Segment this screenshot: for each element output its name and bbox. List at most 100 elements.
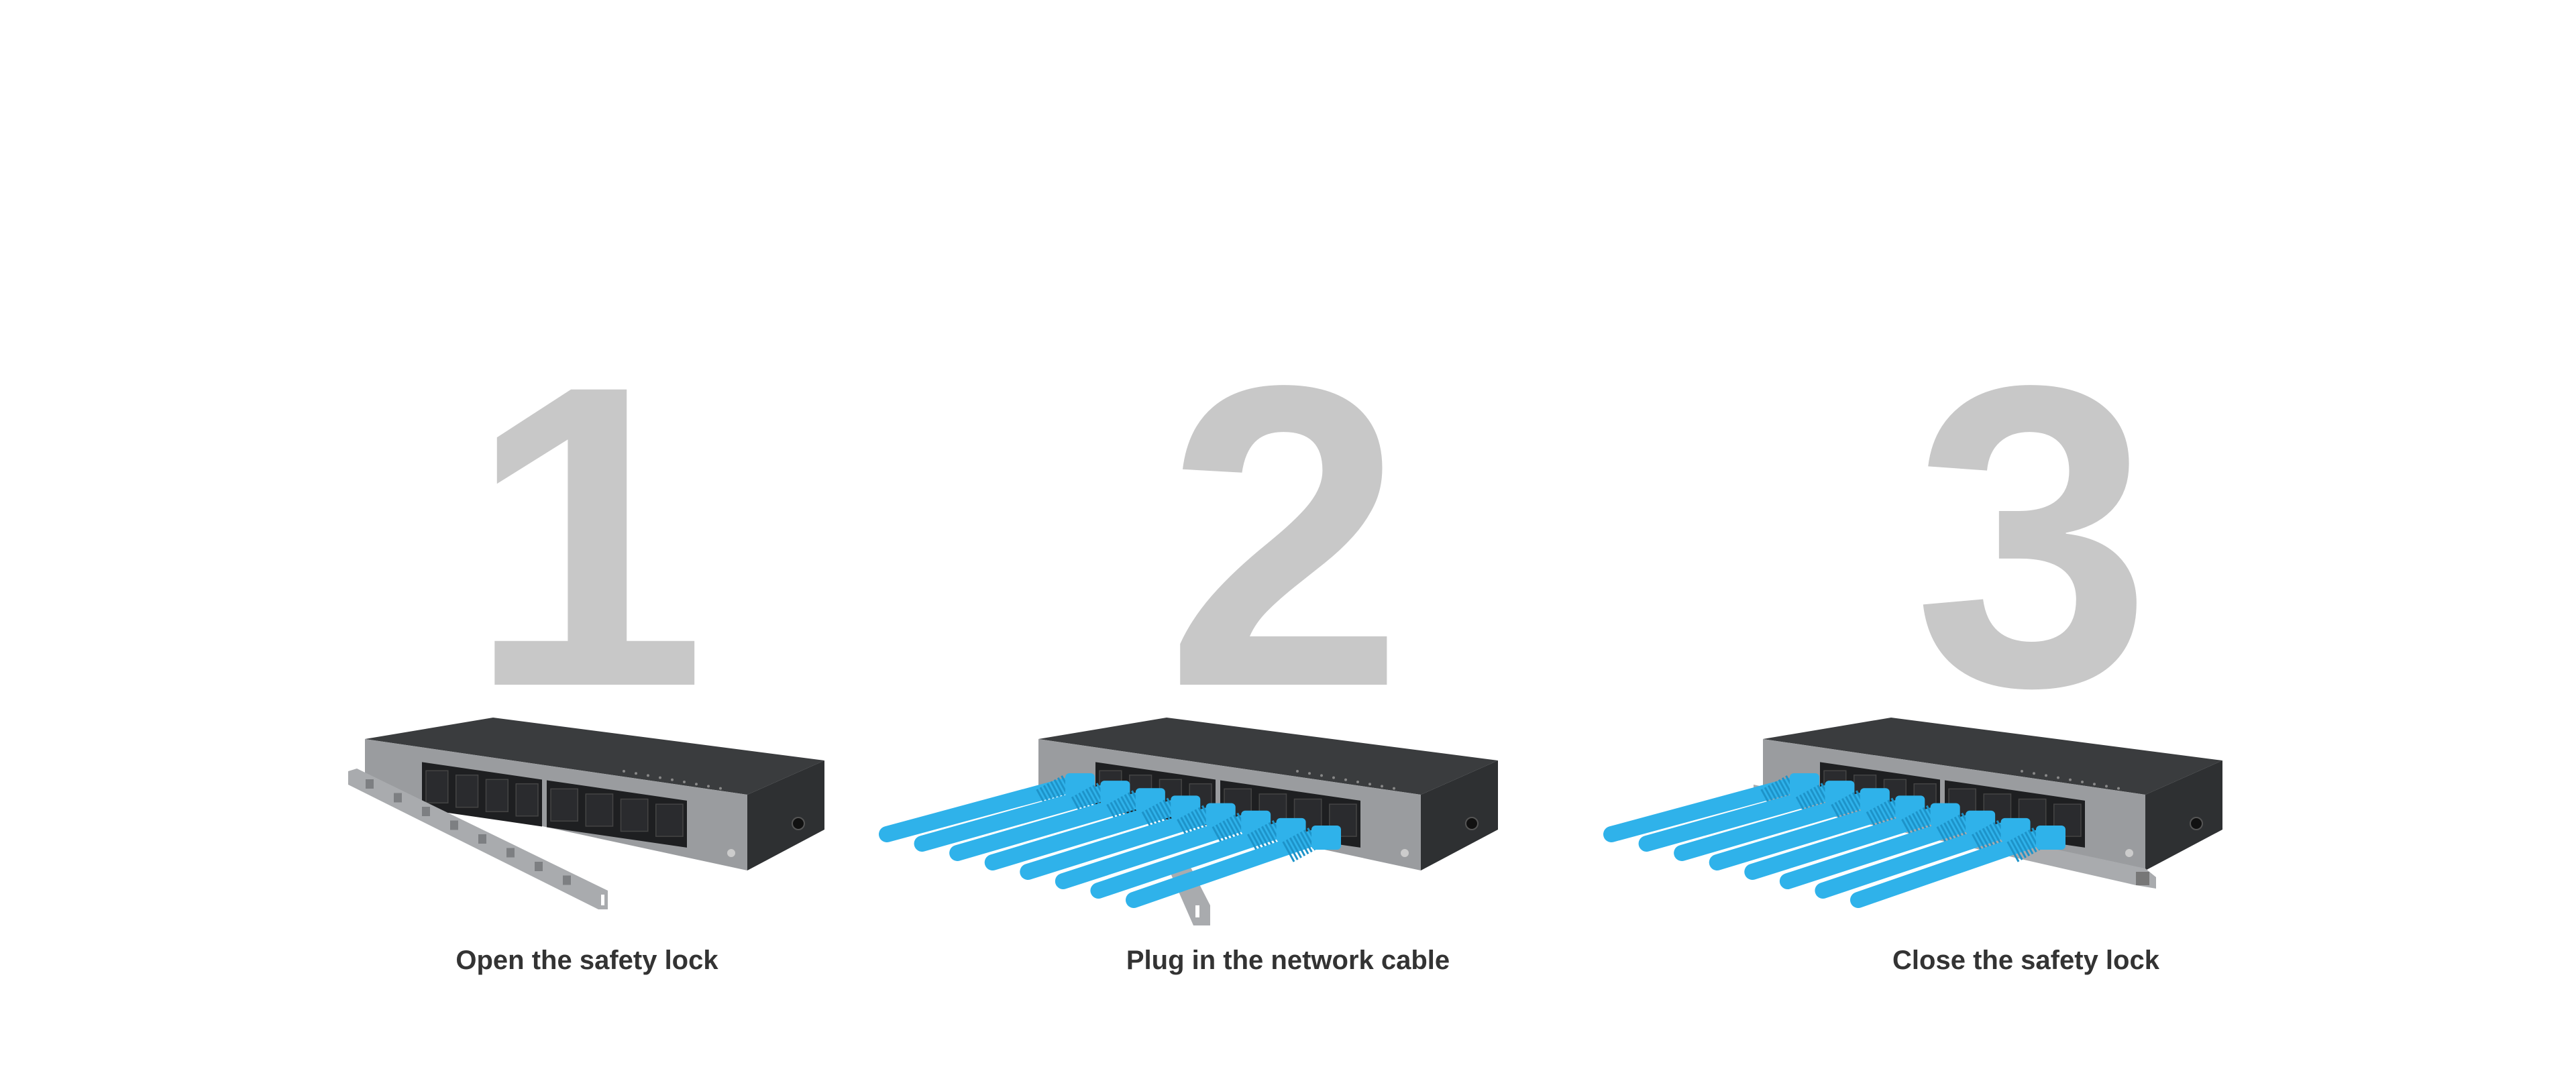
network-switch-illustration [348,718,824,909]
status-led [2045,774,2047,777]
cable-boot [1035,775,1074,810]
status-led [2117,787,2120,790]
ethernet-port-group [547,780,687,848]
network-cable [1674,792,1871,861]
status-led [2033,772,2035,775]
status-led [1356,781,1359,783]
dc-power-jack [2190,817,2203,830]
switch-top-face [1038,718,1498,795]
cable-boot [1760,775,1799,810]
network-cable [1850,830,2047,908]
cable-boot [1106,790,1144,826]
cable-boot [1211,812,1250,848]
network-cable [1020,807,1217,880]
switch-top-face [365,718,824,795]
dc-power-jack [1465,817,1479,830]
ethernet-port [455,775,479,808]
status-led [1332,776,1335,779]
cable-boot [1866,797,1904,833]
cable-boot [1246,820,1285,855]
lock-slot [478,834,486,844]
status-led [1368,783,1371,786]
step-2: 2 Plug in the network cable [879,296,1498,975]
switch-side-face [1421,760,1498,870]
ethernet-port [655,803,684,837]
cable-boot [1900,805,1939,840]
lock-slot [563,875,571,885]
lock-slot [394,793,402,803]
lock-slot [450,820,458,830]
screw-icon [2125,849,2133,857]
cable-boot [1830,790,1869,826]
ethernet-port [425,770,449,804]
network-cable [914,785,1112,852]
step-caption: Plug in the network cable [1126,946,1450,975]
status-led [1296,770,1299,773]
lock-slot [1195,905,1199,917]
step-caption: Open the safety lock [455,946,718,975]
step-1: 1 Open the safety lock [0,0,872,1073]
network-cable [1603,777,1801,842]
status-led [2093,783,2096,786]
switch-top-face [1763,718,2222,795]
cable-boot [1795,783,1833,818]
switch-side-face [2145,760,2222,870]
lock-slot [366,779,374,789]
status-led [2081,781,2084,783]
step-caption: Close the safety lock [1892,946,2159,975]
ethernet-port [585,793,614,827]
status-led [659,776,661,779]
lock-slot [601,895,604,905]
screw-icon [727,849,735,857]
safety-lock-bar [348,769,608,909]
step-number: 2 [1165,296,1404,776]
lock-clip [2136,872,2149,885]
status-led [635,772,637,775]
status-led [647,774,649,777]
status-led [1381,785,1383,788]
ethernet-port [515,783,539,817]
status-led [1393,787,1395,790]
rj45-plug [2036,826,2065,850]
cable-boot [1281,828,1320,862]
network-cable [1055,814,1252,889]
network-switch-illustration [1603,718,2222,908]
status-led [1320,774,1323,777]
lock-slot [422,807,430,816]
ethernet-port [620,798,649,832]
screw-icon [1401,849,1409,857]
status-led [1308,772,1311,775]
status-led [695,783,698,786]
network-cable [1638,785,1836,852]
network-cable [1779,814,1977,889]
step-number: 3 [1913,296,2152,776]
cable-boot [1141,797,1179,833]
lock-slot [506,848,515,858]
rj45-plug [1311,826,1341,850]
cable-boot [1176,805,1214,840]
safety-lock-bar [1170,856,1210,925]
status-led [1344,778,1347,781]
network-switch-illustration [879,718,1498,925]
status-led [683,781,686,783]
network-cable [1126,830,1322,908]
status-led [719,787,722,790]
switch-side-face [747,760,824,870]
cable-boot [2006,828,2045,862]
network-cable [949,792,1146,861]
network-cable [1815,822,2012,899]
status-led [623,770,625,773]
ethernet-port [485,779,508,813]
status-led [707,785,710,788]
ethernet-port [550,788,578,822]
ethernet-port-group [422,762,542,827]
network-cable [1744,807,1941,880]
cable-boot [1071,783,1109,818]
network-cable [1090,822,1287,899]
status-led [2057,776,2059,779]
network-cable [879,777,1076,842]
status-led [671,778,674,781]
status-led [2105,785,2108,788]
cable-boot [1971,820,2009,855]
